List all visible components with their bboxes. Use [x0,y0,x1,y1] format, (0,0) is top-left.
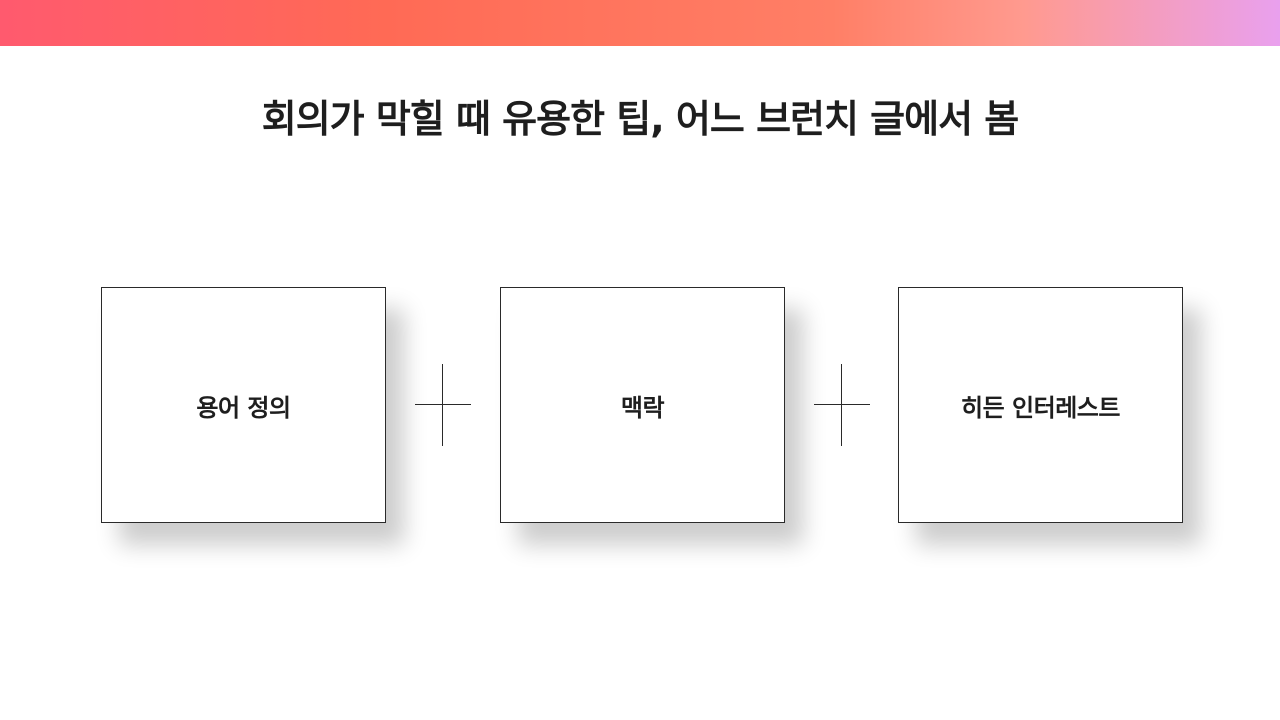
plus-icon [415,364,471,446]
diagram-box-term-definition: 용어 정의 [101,287,386,523]
page-title: 회의가 막힐 때 유용한 팁, 어느 브런치 글에서 봄 [261,97,1020,141]
box-label: 용어 정의 [196,393,291,422]
diagram-box-hidden-interest: 히든 인터레스트 [898,287,1183,523]
gradient-header-bar [0,0,1280,46]
plus-icon-horizontal [814,404,870,405]
plus-icon-horizontal [415,404,471,405]
plus-icon-vertical [442,364,443,446]
plus-icon [814,364,870,446]
box-label: 히든 인터레스트 [961,393,1120,422]
diagram-box-context: 맥락 [500,287,785,523]
box-label: 맥락 [620,393,665,422]
plus-icon-vertical [841,364,842,446]
